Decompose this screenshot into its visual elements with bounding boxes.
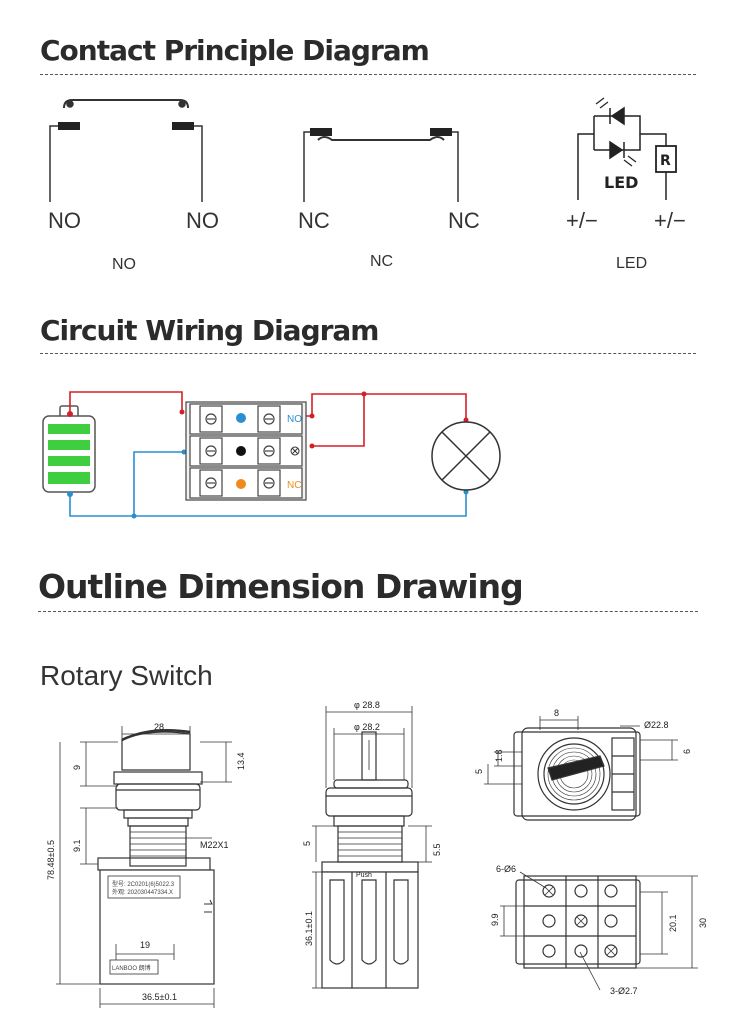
top-view-dimension-lines [484,716,678,785]
dim-bottom-h30: 30 [698,918,708,928]
no-caption: NO [112,256,136,273]
dim-top-w8: 8 [554,708,559,718]
push-label: Push [356,872,372,879]
dim-diameter-288: φ 28.8 [354,700,380,710]
dim-h91: 9.1 [72,839,82,852]
bottom-view-dimension-lines [500,871,698,991]
dim-front-h5: 5 [302,841,312,846]
nc-terminal-tag: NC [287,480,301,491]
dim-top-h5: 5 [474,769,484,774]
top-view-drawing [513,727,641,821]
dim-bottom-h99: 9.9 [490,913,500,926]
dim-holes-27: 3-Ø2.7 [610,986,638,996]
brand-label: LANBOO 朗博 [112,964,151,972]
led-diagram [577,97,677,200]
terminal-dot-orange [236,479,246,489]
dim-width-top: 28 [154,722,164,732]
section-title-wiring: Circuit Wiring Diagram [40,314,379,347]
dim-bottom-h201: 20.1 [668,914,678,932]
no-contact-diagram [49,99,203,202]
battery [42,405,96,497]
no-terminal-tag: NO [287,414,302,425]
led-caption: LED [616,255,647,272]
pm-right-label: +/− [654,208,686,233]
dim-front-height: 36.1±0.1 [304,911,314,946]
blue-wires [69,451,467,517]
dim-front-h55: 5.5 [432,843,442,856]
dim-holes-6: 6-Ø6 [496,864,516,874]
dim-base-width: 19 [140,940,150,950]
nc-left-label: NC [298,208,330,233]
dim-thread: M22X1 [200,840,229,850]
side-view-dimension-lines [56,726,232,1008]
nc-caption: NC [370,253,393,270]
no-left-label: NO [48,208,81,233]
dim-knob-height: 13.4 [236,752,246,770]
terminal-dot-blue [236,413,246,423]
label-plate-line1: 型号: 2C0201(6)5022.3 [112,880,175,888]
lamp-terminal-icon [290,446,300,456]
side-view-drawing [97,728,215,985]
front-view-dimension-lines [312,706,432,989]
switch-block [185,401,307,501]
terminal-dot-black [236,446,246,456]
led-symbol-label: LED [604,173,638,192]
red-wires [69,391,467,447]
label-plate-line2: 外观: 202030447334.X [112,888,173,896]
bottom-view-drawing [515,875,641,969]
nc-contact-diagram [303,128,459,202]
divider [40,353,696,354]
dim-top-h6: 6 [682,749,692,754]
section-title-contact: Contact Principle Diagram [40,34,430,67]
front-view-drawing [321,731,419,989]
dim-top-h18: 1.8 [494,749,504,762]
dim-total-height: 78.48±0.5 [46,840,56,880]
subtitle-rotary-switch: Rotary Switch [40,660,213,691]
dim-bottom-width: 36.5±0.1 [142,992,177,1002]
dim-diameter-282: φ 28.2 [354,722,380,732]
resistor-label: R [660,153,671,169]
divider [38,611,698,612]
pm-left-label: +/− [566,208,598,233]
dim-top-diameter: Ø22.8 [644,720,669,730]
section-title-outline: Outline Dimension Drawing [38,567,524,606]
dim-h9: 9 [72,765,82,770]
nc-right-label: NC [448,208,480,233]
divider [40,74,696,75]
lamp-icon [431,421,501,491]
no-right-label: NO [186,208,219,233]
